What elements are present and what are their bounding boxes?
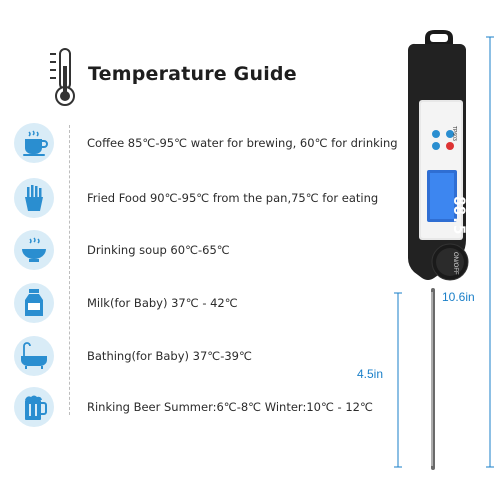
display-reading: 88.5 [450,196,469,235]
guide-row-milk: Milk(for Baby) 37℃ - 42℃ [14,283,394,323]
bathtub-icon [14,336,54,376]
guide-row-soup: Drinking soup 60℃-65℃ [14,230,394,270]
probe-length-label: 4.5in [355,367,386,381]
page-title: Temperature Guide [88,63,297,85]
thermometer-icon [48,46,78,108]
total-length-marker [486,36,494,468]
digital-thermometer-image: 88.5 TP603 ON/OFF [390,30,470,470]
beer-mug-icon [14,387,54,427]
model-label: TP603 [451,126,457,141]
french-fries-icon [14,178,54,218]
probe-length-marker [394,292,402,468]
total-length-label: 10.6in [440,290,477,304]
coffee-cup-icon [14,123,54,163]
guide-row-fried-food: Fried Food 90℃-95℃ from the pan,75℃ for … [14,178,394,218]
guide-row-text: Drinking soup 60℃-65℃ [87,243,230,257]
guide-row-text: Bathing(for Baby) 37℃-39℃ [87,349,252,363]
guide-divider [69,125,70,415]
power-button-label: ON/OFF [452,252,458,275]
milk-bottle-icon [14,283,54,323]
guide-row-bathing: Bathing(for Baby) 37℃-39℃ [14,336,394,376]
guide-row-text: Milk(for Baby) 37℃ - 42℃ [87,296,238,310]
soup-bowl-icon [14,230,54,270]
guide-row-text: Rinking Beer Summer:6℃-8℃ Winter:10℃ - 1… [87,400,373,414]
guide-row-beer: Rinking Beer Summer:6℃-8℃ Winter:10℃ - 1… [14,387,394,427]
guide-row-coffee: Coffee 85℃-95℃ water for brewing, 60℃ fo… [14,123,398,163]
guide-row-text: Fried Food 90℃-95℃ from the pan,75℃ for … [87,191,379,205]
guide-row-text: Coffee 85℃-95℃ water for brewing, 60℃ fo… [87,136,398,150]
